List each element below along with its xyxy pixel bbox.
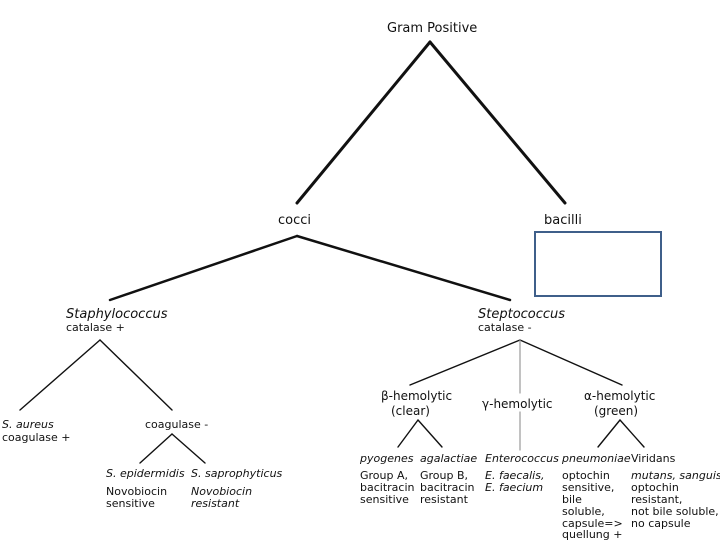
edge-staph-coagneg (99, 339, 173, 411)
alpha-green: (green) (594, 404, 639, 418)
node-s-saprophyticus: S. saprophyticus (191, 467, 283, 480)
gamma-symbol: γ (482, 397, 490, 411)
streptococcus-catalase: catalase - (478, 321, 532, 334)
node-cocci: cocci (278, 213, 312, 228)
viridans-line3: resistant, (631, 493, 683, 506)
node-pyogenes: pyogenes (360, 452, 414, 465)
s-saprophyticus-line2: resistant (191, 497, 240, 510)
viridans-line2: optochin (631, 481, 679, 494)
pneumoniae-line5: capsule=> (562, 517, 623, 530)
node-beta-hemolytic: β-hemolytic (381, 389, 452, 403)
pyogenes-line1: Group A, (360, 469, 409, 482)
node-coagulase-negative: coagulase - (145, 418, 209, 431)
agalactiae-line2: bacitracin (420, 481, 475, 494)
edge-alpha-pneumo (597, 419, 621, 448)
s-epidermidis-line2: sensitive (106, 497, 155, 510)
node-alpha-hemolytic: α-hemolytic (584, 389, 655, 403)
node-bacilli: bacilli (544, 213, 582, 228)
beta-clear: (clear) (391, 404, 430, 418)
node-gram-positive: Gram Positive (387, 21, 478, 36)
edge-root-bacilli (428, 40, 567, 205)
enterococcus-line1: E. faecalis, (485, 469, 545, 482)
node-streptococcus: Steptococcus (478, 307, 566, 322)
edge-strep-beta (409, 339, 521, 386)
edge-root-cocci (295, 40, 432, 205)
edge-cocci-strep (295, 234, 512, 302)
beta-symbol: β (381, 389, 389, 403)
staphylococcus-catalase: catalase + (66, 321, 125, 334)
s-aureus-coagulase: coagulase + (2, 431, 71, 444)
pneumoniae-line4: soluble, (562, 505, 605, 518)
bacilli-empty-box (534, 231, 662, 297)
s-saprophyticus-line1: Novobiocin (191, 485, 253, 498)
gamma-label: -hemolytic (489, 397, 553, 411)
edge-coagneg-epi (139, 433, 173, 464)
edge-beta-agalactiae (417, 419, 443, 448)
viridans-line1: mutans, sanguis (631, 469, 720, 482)
edge-strep-alpha (519, 339, 623, 386)
beta-label: -hemolytic (388, 389, 453, 403)
pneumoniae-line6: quellung + (562, 528, 623, 541)
agalactiae-line1: Group B, (420, 469, 469, 482)
node-enterococcus: Enterococcus (485, 452, 559, 465)
alpha-symbol: α (584, 389, 592, 403)
node-s-epidermidis: S. epidermidis (106, 467, 185, 480)
viridans-line4: not bile soluble, (631, 505, 719, 518)
pneumoniae-line3: bile (562, 493, 582, 506)
edge-staph-aureus (19, 339, 101, 411)
node-gamma-hemolytic: γ-hemolytic (482, 397, 553, 411)
alpha-label: -hemolytic (591, 389, 656, 403)
edge-cocci-staph (108, 234, 299, 302)
node-s-aureus: S. aureus (2, 418, 54, 431)
agalactiae-line3: resistant (420, 493, 468, 506)
node-agalactiae: agalactiae (420, 452, 478, 465)
edge-alpha-viridans (619, 419, 645, 448)
s-epidermidis-line1: Novobiocin (106, 485, 168, 498)
node-staphylococcus: Staphylococcus (66, 307, 168, 322)
edge-coagneg-sapro (171, 433, 206, 464)
edge-beta-pyogenes (397, 419, 419, 448)
pyogenes-line2: bacitracin (360, 481, 415, 494)
enterococcus-line2: E. faecium (485, 481, 544, 494)
pneumoniae-line2: sensitive, (562, 481, 615, 494)
node-viridans: Viridans (631, 452, 676, 465)
viridans-line5: no capsule (631, 517, 691, 530)
node-pneumoniae: pneumoniae (562, 452, 631, 465)
pneumoniae-line1: optochin (562, 469, 610, 482)
pyogenes-line3: sensitive (360, 493, 409, 506)
